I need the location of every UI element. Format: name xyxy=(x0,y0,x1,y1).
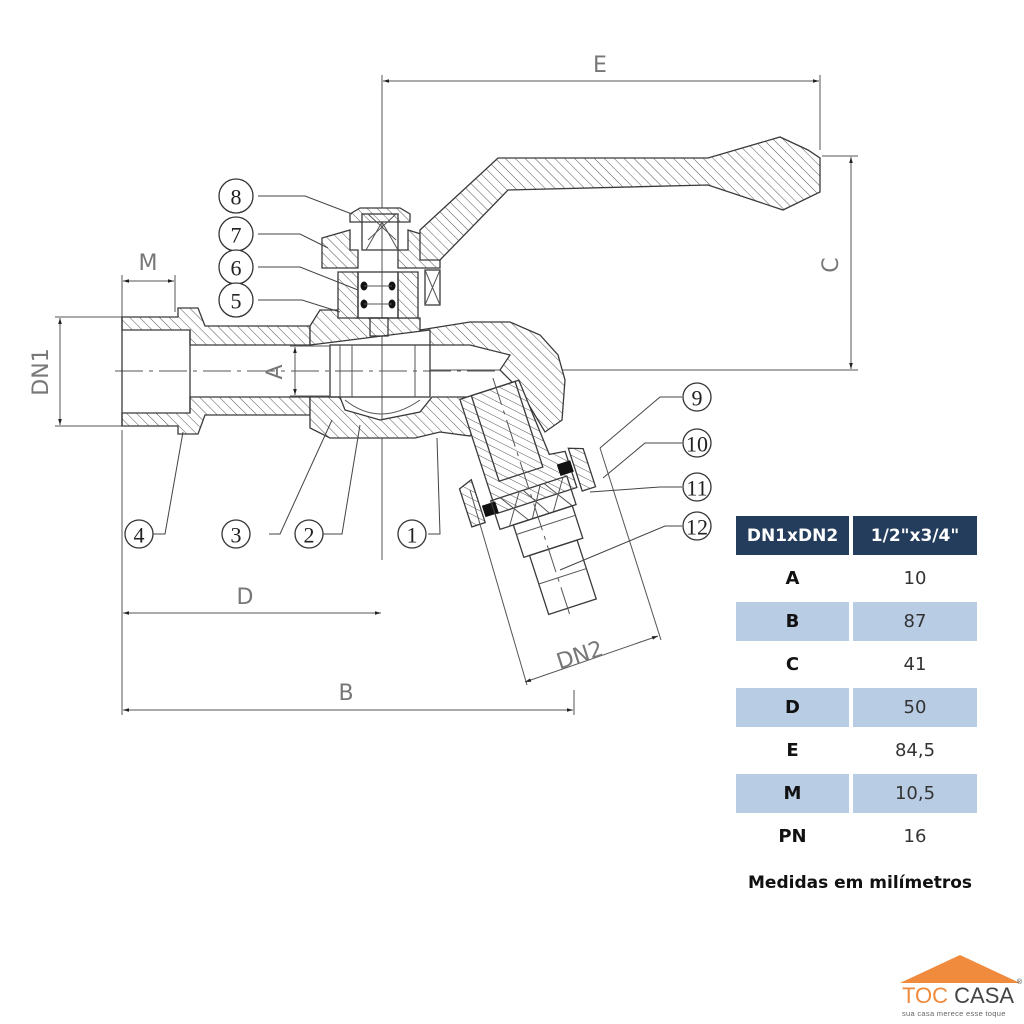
table-row: C 41 xyxy=(736,645,977,684)
lever-handle xyxy=(419,136,821,261)
stem-assembly xyxy=(321,207,441,337)
dimension-m: M xyxy=(121,251,176,318)
svg-text:11: 11 xyxy=(686,476,707,501)
svg-text:8: 8 xyxy=(231,185,242,210)
row-value: 16 xyxy=(853,817,977,856)
table-row: D 50 xyxy=(736,688,977,727)
row-key: PN xyxy=(736,817,849,856)
callout-leaders xyxy=(152,195,682,571)
row-key: M xyxy=(736,774,849,813)
svg-text:1: 1 xyxy=(407,523,418,548)
row-value: 10 xyxy=(853,559,977,598)
row-value: 50 xyxy=(853,688,977,727)
units-note: Medidas em milímetros xyxy=(748,873,973,893)
row-key: A xyxy=(736,559,849,598)
dim-label-dn1: DN1 xyxy=(29,348,54,395)
svg-text:12: 12 xyxy=(686,515,708,540)
table-row: M 10,5 xyxy=(736,774,977,813)
dim-label-m: M xyxy=(139,251,158,276)
svg-text:2: 2 xyxy=(304,523,315,548)
dim-label-b: B xyxy=(338,681,353,706)
toc-casa-logo: TOC CASA ® sua casa merece esse toque xyxy=(898,955,1024,1024)
row-key: C xyxy=(736,645,849,684)
callout-11: 11 xyxy=(682,472,712,502)
callout-10: 10 xyxy=(682,428,712,458)
svg-text:7: 7 xyxy=(231,223,242,248)
svg-text:5: 5 xyxy=(231,289,242,314)
callout-6: 6 xyxy=(218,249,254,285)
callout-3: 3 xyxy=(221,519,251,549)
callout-7: 7 xyxy=(218,216,254,252)
dim-label-e: E xyxy=(593,53,607,78)
svg-text:4: 4 xyxy=(134,523,145,548)
row-key: E xyxy=(736,731,849,770)
callout-1: 1 xyxy=(397,519,427,549)
callout-9: 9 xyxy=(682,382,712,412)
dim-label-a: A xyxy=(263,364,288,379)
table-header-row: DN1xDN2 1/2"x3/4" xyxy=(736,516,977,555)
callout-8: 8 xyxy=(218,178,254,214)
table-row: A 10 xyxy=(736,559,977,598)
registered-mark: ® xyxy=(1016,979,1022,986)
dimension-dn2: DN2 xyxy=(469,447,662,686)
row-value: 10,5 xyxy=(853,774,977,813)
svg-text:10: 10 xyxy=(686,432,708,457)
dim-label-d: D xyxy=(237,585,254,610)
svg-text:3: 3 xyxy=(231,523,242,548)
svg-text:6: 6 xyxy=(231,256,242,281)
logo-tagline: sua casa merece esse toque xyxy=(902,1009,1006,1018)
callout-2: 2 xyxy=(294,519,324,549)
table-row: B 87 xyxy=(736,602,977,641)
callout-5: 5 xyxy=(218,282,254,318)
dimension-b: B xyxy=(123,681,575,715)
dimension-e: E xyxy=(381,53,821,560)
dimension-a: A xyxy=(263,345,330,397)
dimension-d: D xyxy=(121,430,381,715)
logo-wordmark: TOC CASA xyxy=(902,983,1014,1009)
row-key: D xyxy=(736,688,849,727)
logo-text-casa: CASA xyxy=(954,983,1015,1008)
callout-4: 4 xyxy=(124,519,154,549)
svg-text:9: 9 xyxy=(692,386,703,411)
table-header-key: DN1xDN2 xyxy=(736,516,849,555)
row-value: 41 xyxy=(853,645,977,684)
row-value: 87 xyxy=(853,602,977,641)
table-row: E 84,5 xyxy=(736,731,977,770)
dim-label-dn2: DN2 xyxy=(554,637,607,675)
table-row: PN 16 xyxy=(736,817,977,856)
callout-12: 12 xyxy=(682,511,712,541)
row-key: B xyxy=(736,602,849,641)
dim-label-c: C xyxy=(819,257,844,272)
row-value: 84,5 xyxy=(853,731,977,770)
logo-text-toc: TOC xyxy=(902,983,949,1008)
inlet-connector xyxy=(121,307,311,435)
table-header-value: 1/2"x3/4" xyxy=(853,516,977,555)
dimension-dn1: DN1 xyxy=(29,316,125,427)
roof-logo-icon xyxy=(900,955,1020,983)
outlet-connector xyxy=(458,377,598,617)
dimensions-table: DN1xDN2 1/2"x3/4" A 10 B 87 C 41 D 50 E … xyxy=(736,516,977,860)
